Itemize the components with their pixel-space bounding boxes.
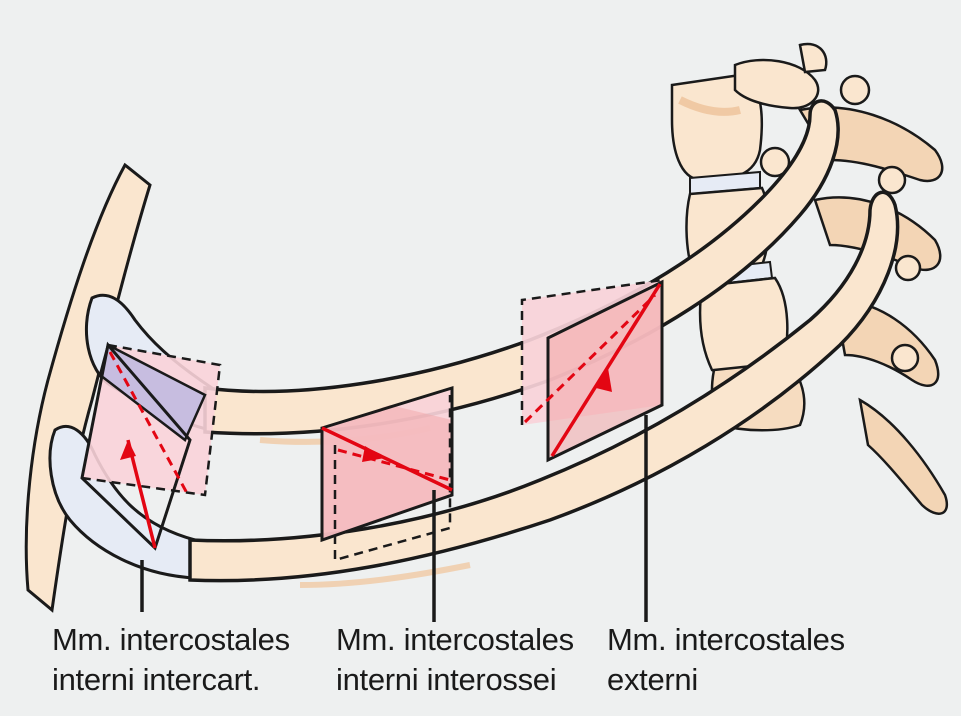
- label-externi-line1: Mm. intercostales: [607, 622, 845, 657]
- muscle-interni-interossei: [320, 385, 454, 562]
- label-interni-interossei-line1: Mm. intercostales: [336, 622, 574, 657]
- lower-rib: [188, 190, 900, 583]
- muscle-externi: [520, 278, 664, 463]
- label-interni-intercart: Mm. intercostales interni intercart.: [52, 620, 290, 700]
- label-interni-intercart-line1: Mm. intercostales: [52, 622, 290, 657]
- muscle-interni-intercart: [80, 341, 222, 551]
- label-interni-interossei-line2: interni interossei: [336, 662, 557, 697]
- label-interni-interossei: Mm. intercostales interni interossei: [336, 620, 574, 700]
- label-interni-intercart-line2: interni intercart.: [52, 662, 261, 697]
- label-externi-line2: externi: [607, 662, 698, 697]
- label-externi: Mm. intercostales externi: [607, 620, 845, 700]
